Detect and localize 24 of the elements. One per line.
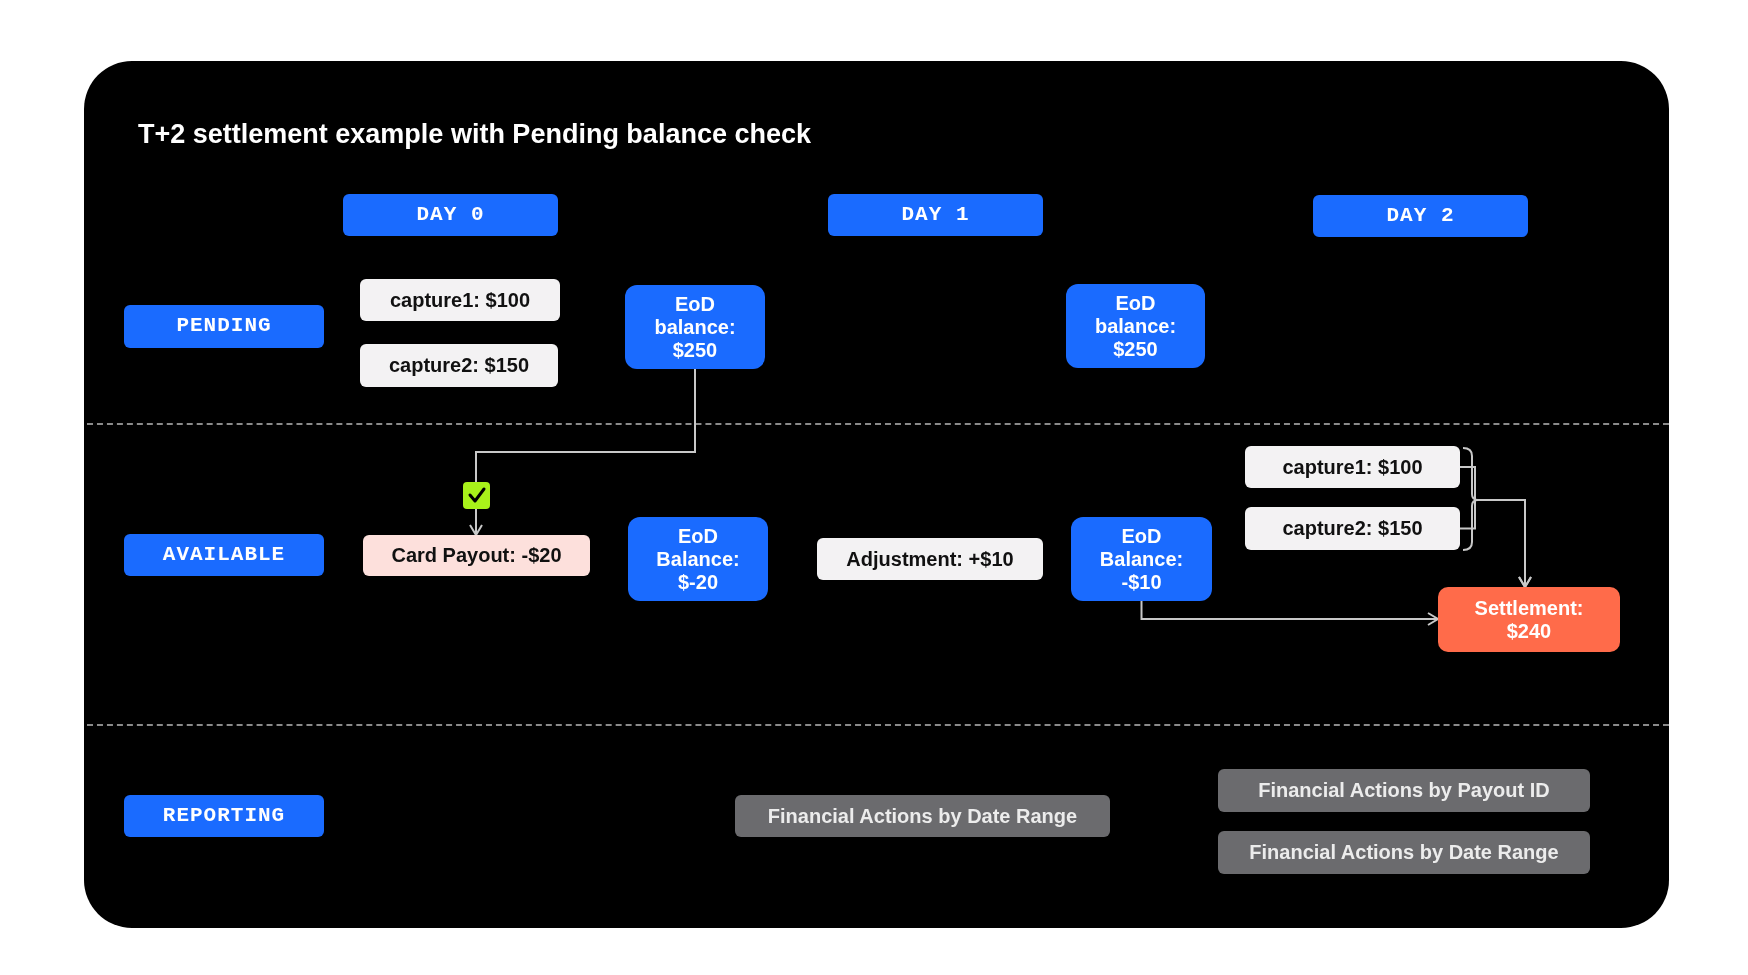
day-label: DAY 1 <box>828 194 1043 236</box>
row-label: PENDING <box>124 305 324 348</box>
balance-box: EoD balance: $250 <box>1066 284 1205 368</box>
item-box: capture1: $100 <box>360 279 560 321</box>
balance-box: EoD Balance: $-20 <box>628 517 768 601</box>
day-label: DAY 2 <box>1313 195 1528 237</box>
payout-box: Card Payout: -$20 <box>363 535 590 576</box>
item-box: capture2: $150 <box>360 344 558 387</box>
item-box: capture2: $150 <box>1245 507 1460 550</box>
diagram-title: T+2 settlement example with Pending balance check <box>138 119 811 150</box>
day-label: DAY 0 <box>343 194 558 236</box>
arrow <box>1459 499 1532 588</box>
report-box: Financial Actions by Date Range <box>1218 831 1590 874</box>
item-box: Adjustment: +$10 <box>817 538 1043 580</box>
row-label: REPORTING <box>124 795 324 837</box>
row-label: AVAILABLE <box>124 534 324 576</box>
report-box: Financial Actions by Date Range <box>735 795 1110 837</box>
item-box: capture1: $100 <box>1245 446 1460 488</box>
balance-box: EoD Balance: -$10 <box>1071 517 1212 601</box>
balance-box: EoD balance: $250 <box>625 285 765 369</box>
settlement-box: Settlement: $240 <box>1438 587 1620 652</box>
arrow <box>1140 600 1439 626</box>
report-box: Financial Actions by Payout ID <box>1218 769 1590 812</box>
arrow <box>469 368 696 536</box>
